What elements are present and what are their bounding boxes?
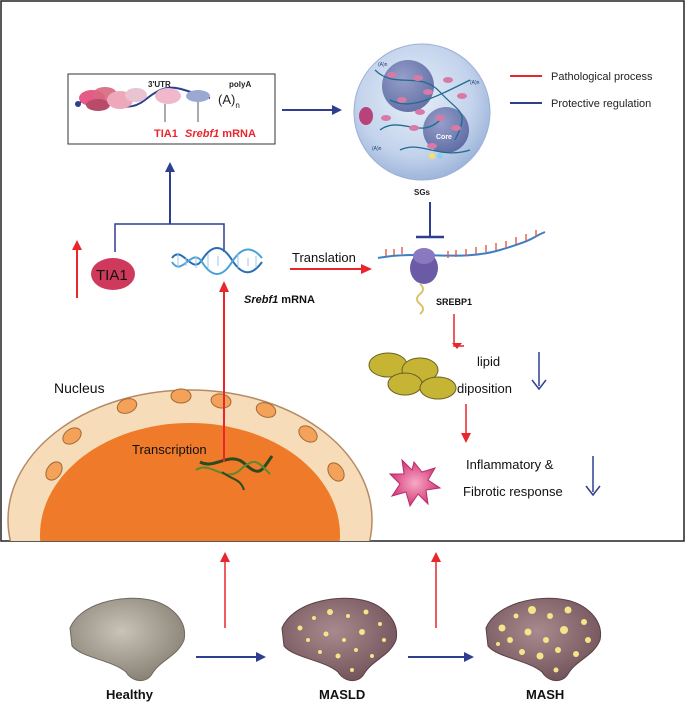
arrow-healthy-to-frame (220, 552, 230, 628)
utr-tia1-label: TIA1 (154, 128, 178, 140)
arrow-healthy-to-masld (196, 652, 266, 662)
sg-polya-label-1: (A)n (378, 62, 388, 68)
lipid-label-1: lipid (477, 354, 500, 369)
utr-label: 3'UTR (148, 80, 171, 89)
tia1-protein (91, 258, 135, 290)
srebf1-mrna-label: Srebf1 mRNA (244, 294, 315, 306)
legend-pathological-label: Pathological process (551, 71, 653, 83)
translation-label: Translation (292, 250, 356, 265)
nucleus-label: Nucleus (54, 380, 105, 396)
legend-protective-label: Protective regulation (551, 98, 651, 110)
healthy-liver-icon (69, 597, 186, 681)
transcription-label: Transcription (132, 442, 207, 457)
lipid-label-2: diposition (457, 381, 512, 396)
mash-label: MASH (526, 687, 564, 702)
srebp1-label: SREBP1 (436, 297, 472, 307)
arrow-srebp1-to-lipid (452, 314, 464, 349)
lipid-droplets (368, 352, 457, 400)
inflammation-reduction-arrow (585, 456, 601, 497)
sg-polya-label-3: (A)n (372, 146, 382, 152)
healthy-label: Healthy (106, 687, 154, 702)
nucleus (7, 388, 373, 541)
transcription-arrow (219, 281, 229, 462)
legend: Pathological process Protective regulati… (510, 71, 653, 110)
inflammation-burst-icon (388, 458, 442, 508)
translation-arrow (290, 264, 372, 274)
sg-core-label: Core (436, 134, 452, 141)
sg-inhibition-bar (416, 202, 444, 239)
arrow-masld-to-frame (431, 552, 441, 628)
inflammation-label-2: Fibrotic response (463, 484, 563, 499)
masld-liver-icon (281, 597, 398, 681)
lipid-reduction-arrow (531, 352, 547, 391)
srebf1-mrna-helix (171, 247, 263, 275)
stress-granule: Core (A)n (A)n (A)n (353, 43, 491, 181)
sg-label: SGs (414, 188, 431, 197)
arrow-box-to-sg (282, 105, 342, 115)
sg-polya-label-2: (A)n (470, 80, 480, 86)
a-tail-label: (A)n (218, 92, 240, 110)
sg-core-2 (423, 107, 469, 153)
masld-label: MASLD (319, 687, 365, 702)
utr-binding-box: 3'UTR polyA (A)n TIA1 Srebf1 mRNA (67, 73, 276, 145)
tia1-mrna-bracket (114, 162, 225, 252)
inflammation-label-1: Inflammatory & (466, 457, 554, 472)
mash-liver-icon (485, 597, 602, 681)
arrow-masld-to-mash (408, 652, 474, 662)
tia1-label: TIA1 (96, 267, 128, 284)
tia1-upregulation (72, 240, 82, 298)
arrow-lipid-to-inflammation (461, 404, 471, 443)
polya-label: polyA (229, 80, 251, 89)
utr-srebf1-label: Srebf1 mRNA (185, 128, 256, 140)
ribosome-translation (377, 230, 546, 315)
